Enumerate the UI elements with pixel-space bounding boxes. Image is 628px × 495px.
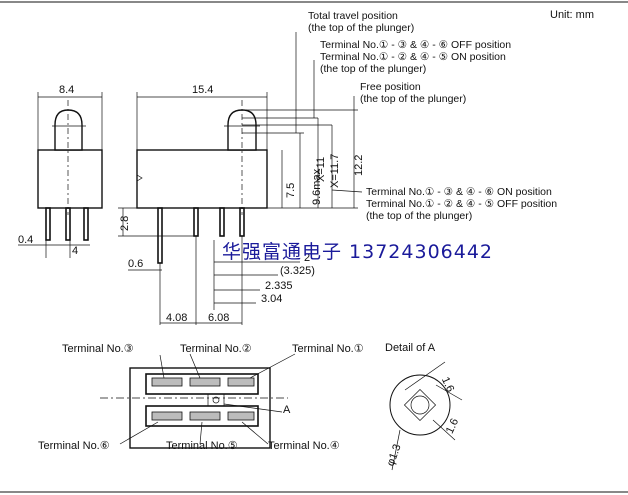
dim-4-08-text: 4.08 — [166, 312, 187, 324]
unit-label: Unit: mm — [550, 9, 594, 21]
front-pin-3 — [219, 207, 225, 237]
terminal-3-label: Terminal No.③ — [62, 343, 134, 355]
detail-a-title: Detail of A — [385, 342, 436, 354]
terminal-4-pad — [227, 411, 255, 421]
dim-x11-7-text: X=11.7 — [329, 154, 341, 188]
terminal-5-pad — [189, 411, 221, 421]
label-total-travel-1: Total travel position — [308, 10, 398, 22]
front-body — [136, 149, 268, 209]
dim-2-335-text: 2.335 — [265, 280, 293, 292]
label-top-plunger: (the top of the plunger) — [320, 63, 426, 75]
terminal-2-label: Terminal No.② — [180, 343, 252, 355]
detail-dim-phi: φ1.3 — [385, 443, 404, 468]
dim-15-4-text: 15.4 — [192, 84, 213, 96]
side-pin-left — [45, 207, 51, 241]
label-bottom-plunger: (the top of the plunger) — [366, 210, 472, 222]
dim-0-6-text: 0.6 — [128, 258, 143, 270]
dim-12-2-text: 12.2 — [353, 155, 365, 176]
bottom-terminal-frame — [145, 405, 259, 427]
terminal-6-pad — [151, 411, 183, 421]
leader-t5 — [199, 421, 203, 445]
detail-leader-3 — [432, 419, 456, 441]
terminal-1-label: Terminal No.① — [292, 343, 364, 355]
leader-t1 — [249, 353, 296, 379]
leader-t6 — [119, 421, 159, 445]
detail-outer-circle — [389, 374, 451, 436]
front-view: 15.4 2.8 0.6 2 (3.325) 2.335 3.04 4.08 6… — [118, 84, 315, 325]
detail-a-view: Detail of A 1.6 1.6 φ1.3 — [385, 342, 463, 471]
dim-2-8-text: 2.8 — [119, 216, 131, 231]
dim-8-4-text: 8.4 — [59, 84, 74, 96]
detail-a-marker: A — [283, 404, 291, 416]
dim-3-04-text: 3.04 — [261, 293, 282, 305]
label-off-pos-2: Terminal No.① - ② & ④ - ⑤ OFF position — [366, 198, 557, 210]
bottom-view: A — [100, 353, 296, 449]
leader-onoff-bottom — [331, 189, 363, 193]
label-off-pos-1: Terminal No.① - ③ & ④ - ⑥ OFF position — [320, 39, 511, 51]
side-pin-right — [83, 207, 89, 241]
label-free-pos-2: (the top of the plunger) — [360, 93, 466, 105]
label-on-pos-2: Terminal No.① - ③ & ④ - ⑥ ON position — [366, 186, 552, 198]
detail-leader-2 — [435, 384, 463, 401]
leader-t4 — [241, 421, 269, 445]
detail-square — [403, 388, 437, 422]
dim-x11-text: X=11 — [315, 157, 327, 182]
dim-4-text: 4 — [72, 245, 78, 257]
front-notch — [136, 174, 143, 182]
label-on-pos-1: Terminal No.① - ② & ④ - ⑤ ON position — [320, 51, 506, 63]
detail-a-box — [207, 393, 225, 407]
watermark-text: 华强富通电子 13724306442 — [222, 241, 493, 263]
side-view: 8.4 0.4 4 — [18, 84, 103, 258]
front-pin-2 — [193, 207, 199, 237]
detail-leader-1 — [404, 361, 446, 391]
label-free-pos-1: Free position — [360, 81, 421, 93]
detail-leader-4 — [391, 429, 401, 471]
leader-t2 — [189, 353, 201, 379]
dim-3-325-text: (3.325) — [280, 265, 315, 277]
detail-dim-1-6b: 1.6 — [444, 417, 461, 436]
detail-inner-circle — [410, 395, 430, 415]
terminal-2-pad — [189, 377, 221, 387]
terminal-6-label: Terminal No.⑥ — [38, 440, 110, 452]
terminal-5-label: Terminal No.⑤ — [166, 440, 238, 452]
terminal-3-pad — [151, 377, 183, 387]
leader-t3 — [159, 354, 165, 379]
side-plunger — [54, 109, 83, 151]
detail-a-leader — [223, 403, 283, 413]
dim-0-4-text: 0.4 — [18, 234, 33, 246]
dim-7-5-text: 7.5 — [285, 183, 297, 198]
terminal-4-label: Terminal No.④ — [268, 440, 340, 452]
front-pin-1 — [157, 207, 163, 264]
label-total-travel-2: (the top of the plunger) — [308, 22, 414, 34]
vertical-dims: 7.5 9.6max X=11 X=11.7 12.2 — [242, 32, 365, 209]
detail-a-mark — [212, 396, 220, 404]
dim-9-6-text: 9.6max — [311, 168, 323, 205]
dim-6-08-text: 6.08 — [208, 312, 229, 324]
top-terminal-frame — [145, 373, 259, 395]
dim-2-text: 2 — [304, 252, 310, 264]
side-body — [37, 149, 103, 209]
terminal-1-pad — [227, 377, 255, 387]
detail-dim-1-6a: 1.6 — [439, 375, 456, 394]
side-pin-mid — [65, 207, 71, 241]
